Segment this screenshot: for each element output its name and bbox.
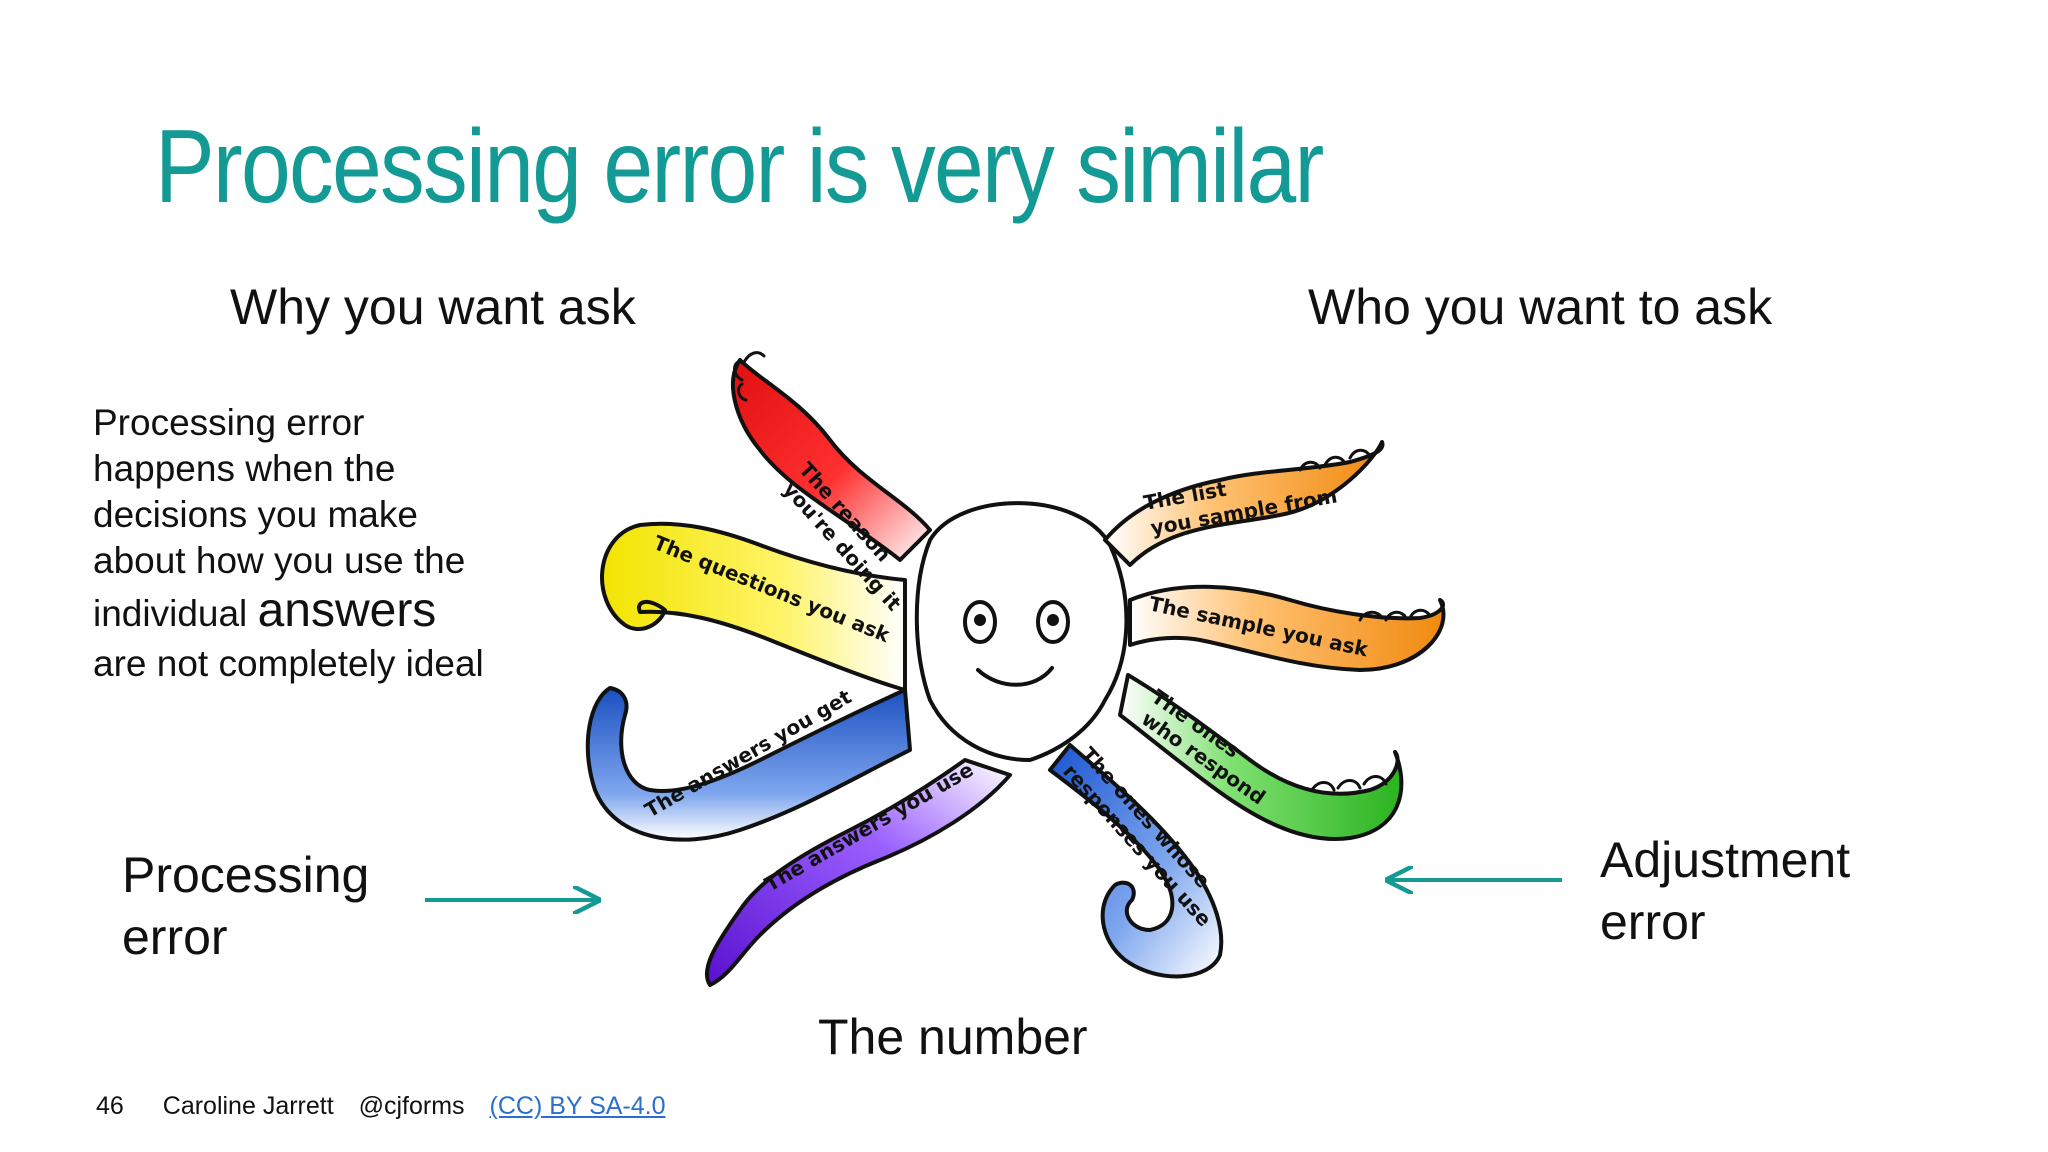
description: Processing error happens when the decisi… (93, 400, 533, 687)
arm-list (1103, 440, 1385, 567)
smile-icon (976, 666, 1054, 687)
footer: 46 Caroline Jarrett @cjforms (CC) BY SA-… (96, 1092, 666, 1121)
processing-error-label: Processing error (122, 844, 369, 968)
arm-responses-use (1048, 743, 1224, 979)
slide-title: Processing error is very similar (155, 109, 1324, 225)
label-line: error (1600, 894, 1706, 950)
footer-author: Caroline Jarrett (162, 1092, 334, 1120)
arm-questions (600, 521, 907, 692)
description-line: Processing error (93, 402, 365, 443)
license-link[interactable]: (CC) BY SA-4.0 (489, 1092, 666, 1120)
description-line: are not completely ideal (93, 643, 484, 684)
label-line: error (122, 909, 228, 965)
description-line: decisions you make (93, 494, 418, 535)
page-number: 46 (96, 1092, 124, 1120)
arm-who-respond (1118, 673, 1404, 841)
label-line: Adjustment (1600, 832, 1851, 888)
label-line: Processing (122, 847, 370, 903)
octopus-head (914, 501, 1129, 762)
adjustment-error-label: Adjustment error (1600, 829, 1850, 953)
arm-answers-get (585, 686, 912, 842)
description-line: happens when the (93, 448, 396, 489)
description-line: about how you use the (93, 540, 466, 581)
arm-label-whose-2: responses you use (1058, 759, 1216, 931)
heading-why: Why you want ask (230, 279, 636, 335)
footer-handle: @cjforms (358, 1092, 465, 1120)
arm-answers-use (704, 758, 1012, 987)
description-line: individual answers (93, 584, 533, 641)
arm-reason (731, 358, 932, 562)
description-text: individual (93, 593, 258, 634)
arm-sample (1128, 584, 1446, 672)
description-emphasis: answers (257, 584, 437, 637)
bottom-label-number: The number (818, 1009, 1088, 1065)
heading-who: Who you want to ask (1308, 279, 1773, 335)
